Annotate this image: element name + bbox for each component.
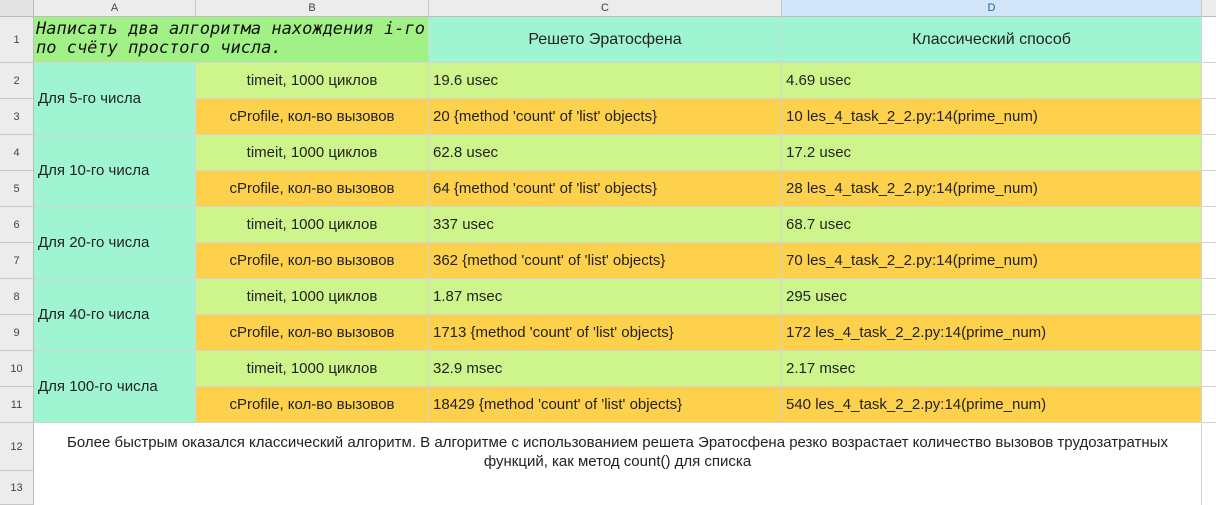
select-all-corner[interactable] — [0, 0, 34, 17]
sieve-cprofile-cell[interactable]: 20 {method 'count' of 'list' objects} — [429, 99, 782, 135]
empty-cell[interactable] — [1202, 63, 1216, 99]
classic-timeit-cell[interactable]: 295 usec — [782, 279, 1202, 315]
empty-cell[interactable] — [1202, 279, 1216, 315]
row-header-11[interactable]: 11 — [0, 387, 34, 423]
empty-cell[interactable] — [1202, 207, 1216, 243]
group-label-cell[interactable]: Для 5-го числа — [34, 63, 196, 135]
row-header-13[interactable]: 13 — [0, 471, 34, 505]
group-label-cell[interactable]: Для 20-го числа — [34, 207, 196, 279]
row-header-1[interactable]: 1 — [0, 17, 34, 63]
sieve-timeit-cell[interactable]: 62.8 usec — [429, 135, 782, 171]
conclusion-cell[interactable]: Более быстрым оказался классический алго… — [34, 423, 1202, 505]
sieve-timeit-cell[interactable]: 1.87 msec — [429, 279, 782, 315]
sieve-cprofile-cell[interactable]: 362 {method 'count' of 'list' objects} — [429, 243, 782, 279]
column-header-c[interactable]: C — [429, 0, 782, 17]
sieve-cprofile-cell[interactable]: 64 {method 'count' of 'list' objects} — [429, 171, 782, 207]
classic-cprofile-cell[interactable]: 172 les_4_task_2_2.py:14(prime_num) — [782, 315, 1202, 351]
classic-cprofile-cell[interactable]: 28 les_4_task_2_2.py:14(prime_num) — [782, 171, 1202, 207]
group-label-cell[interactable]: Для 40-го числа — [34, 279, 196, 351]
column-header-b[interactable]: B — [196, 0, 429, 17]
group-label-cell[interactable]: Для 100-го числа — [34, 351, 196, 423]
cprofile-label-cell[interactable]: cProfile, кол-во вызовов — [196, 243, 429, 279]
classic-cprofile-cell[interactable]: 70 les_4_task_2_2.py:14(prime_num) — [782, 243, 1202, 279]
header-cell-sieve[interactable]: Решето Эратосфена — [429, 17, 782, 63]
sieve-timeit-cell[interactable]: 337 usec — [429, 207, 782, 243]
column-header-d[interactable]: D — [782, 0, 1202, 17]
row-header-12[interactable]: 12 — [0, 423, 34, 471]
empty-cell[interactable] — [1202, 315, 1216, 351]
row-header-9[interactable]: 9 — [0, 315, 34, 351]
classic-cprofile-cell[interactable]: 10 les_4_task_2_2.py:14(prime_num) — [782, 99, 1202, 135]
empty-cell[interactable] — [1202, 243, 1216, 279]
empty-cell[interactable] — [1202, 423, 1216, 505]
cprofile-label-cell[interactable]: cProfile, кол-во вызовов — [196, 315, 429, 351]
row-header-7[interactable]: 7 — [0, 243, 34, 279]
classic-timeit-cell[interactable]: 4.69 usec — [782, 63, 1202, 99]
row-header-3[interactable]: 3 — [0, 99, 34, 135]
sieve-cprofile-cell[interactable]: 18429 {method 'count' of 'list' objects} — [429, 387, 782, 423]
empty-cell[interactable] — [1202, 351, 1216, 387]
row-header-4[interactable]: 4 — [0, 135, 34, 171]
timeit-label-cell[interactable]: timeit, 1000 циклов — [196, 351, 429, 387]
empty-cell[interactable] — [1202, 135, 1216, 171]
empty-cell[interactable] — [1202, 99, 1216, 135]
empty-cell[interactable] — [1202, 171, 1216, 207]
classic-timeit-cell[interactable]: 68.7 usec — [782, 207, 1202, 243]
sieve-timeit-cell[interactable]: 19.6 usec — [429, 63, 782, 99]
classic-cprofile-cell[interactable]: 540 les_4_task_2_2.py:14(prime_num) — [782, 387, 1202, 423]
cprofile-label-cell[interactable]: cProfile, кол-во вызовов — [196, 171, 429, 207]
sieve-timeit-cell[interactable]: 32.9 msec — [429, 351, 782, 387]
timeit-label-cell[interactable]: timeit, 1000 циклов — [196, 135, 429, 171]
cprofile-label-cell[interactable]: cProfile, кол-во вызовов — [196, 99, 429, 135]
timeit-label-cell[interactable]: timeit, 1000 циклов — [196, 207, 429, 243]
empty-cell[interactable] — [1202, 17, 1216, 63]
cprofile-label-cell[interactable]: cProfile, кол-во вызовов — [196, 387, 429, 423]
row-header-10[interactable]: 10 — [0, 351, 34, 387]
sieve-cprofile-cell[interactable]: 1713 {method 'count' of 'list' objects} — [429, 315, 782, 351]
row-header-6[interactable]: 6 — [0, 207, 34, 243]
header-cell-classic[interactable]: Классический способ — [782, 17, 1202, 63]
group-label-cell[interactable]: Для 10-го числа — [34, 135, 196, 207]
task-title-cell[interactable]: Написать два алгоритма нахождения i-го п… — [34, 17, 429, 63]
timeit-label-cell[interactable]: timeit, 1000 циклов — [196, 279, 429, 315]
row-header-5[interactable]: 5 — [0, 171, 34, 207]
classic-timeit-cell[interactable]: 2.17 msec — [782, 351, 1202, 387]
row-header-2[interactable]: 2 — [0, 63, 34, 99]
empty-cell[interactable] — [1202, 387, 1216, 423]
timeit-label-cell[interactable]: timeit, 1000 циклов — [196, 63, 429, 99]
row-header-8[interactable]: 8 — [0, 279, 34, 315]
column-header-e[interactable] — [1202, 0, 1216, 17]
column-header-a[interactable]: A — [34, 0, 196, 17]
classic-timeit-cell[interactable]: 17.2 usec — [782, 135, 1202, 171]
